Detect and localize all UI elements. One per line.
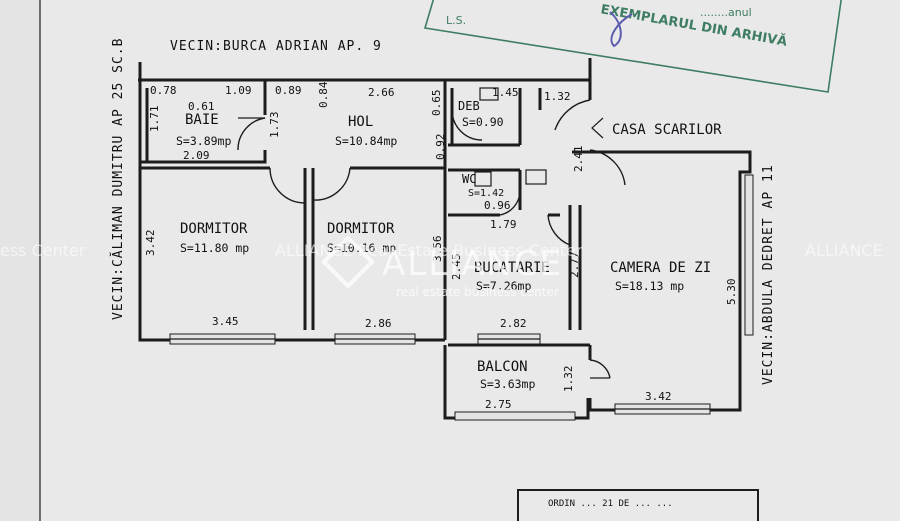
signature (609, 11, 633, 48)
stairwell-label: CASA SCARILOR (612, 122, 722, 138)
dim-label: 3.45 (212, 315, 239, 328)
dim-label: 0.65 (430, 90, 443, 117)
dim-label: 1.45 (492, 86, 519, 99)
room-area-dormitor-1: S=11.80 mp (180, 241, 249, 255)
room-name-wc: WC (462, 172, 476, 186)
watermark-mid: ALLIANCE Real Estate Business Center (275, 241, 583, 260)
room-name-hol: HOL (348, 114, 373, 130)
room-name-camera-de-zi: CAMERA DE ZI (610, 260, 711, 276)
neighbor-right: VECIN:ABDULA DEDRET AP 11 (761, 164, 776, 385)
room-area-wc: S=1.42 (468, 188, 504, 199)
bottom-stamp: ORDIN ... 21 DE ... ... (517, 489, 759, 521)
dim-label: 3.42 (645, 390, 672, 403)
dim-label: 0.89 (275, 84, 302, 97)
room-name-baie: BAIE (185, 112, 219, 128)
watermark-left: ess Center (0, 241, 86, 260)
alliance-logo: ALLIANCE real estate business center (321, 235, 563, 299)
stamp-ls: L.S. (446, 14, 466, 27)
room-name-dormitor-1: DORMITOR (180, 221, 248, 237)
room-area-bucatarie: S=7.26mp (476, 279, 531, 293)
dim-label: 3.56 (431, 236, 444, 263)
doors (237, 99, 626, 379)
dim-label: 1.71 (148, 106, 161, 133)
dim-label: 2.75 (485, 398, 512, 411)
room-name-bucatarie: BUCATARIE (474, 260, 550, 276)
logo-wordmark: ALLIANCE (382, 244, 563, 284)
neighbor-top: VECIN:BURCA ADRIAN AP. 9 (170, 39, 382, 54)
dim-label: 0.78 (150, 84, 177, 97)
room-name-dormitor-2: DORMITOR (327, 221, 395, 237)
room-area-balcon: S=3.63mp (480, 377, 535, 391)
dim-label: 2.86 (365, 317, 392, 330)
neighbor-left: VECIN:CĂLIMAN DUMITRU AP 25 SC.B (110, 38, 126, 320)
watermark: ess Center ALLIANCE Real Estate Business… (0, 235, 883, 299)
dim-label: 0.61 (188, 100, 215, 113)
logo-tagline: real estate business center (396, 285, 559, 299)
dim-label: 2.82 (500, 317, 527, 330)
room-name-deb: DEB (458, 99, 480, 113)
dim-label: 1.32 (544, 90, 571, 103)
room-area-deb: S=0.90 (462, 115, 504, 129)
room-area-hol: S=10.84mp (335, 134, 397, 148)
dim-label: 3.42 (144, 230, 157, 257)
dim-label: 2.45 (450, 254, 463, 281)
watermark-right: ALLIANCE (805, 241, 883, 260)
dim-label: 1.79 (490, 218, 517, 231)
dim-label: 0.96 (484, 199, 511, 212)
dim-label: 1.09 (225, 84, 252, 97)
dim-label: 2.77 (568, 252, 581, 279)
dimension-labels: 0.78 0.61 1.09 1.71 2.09 0.89 0.84 1.73 … (144, 81, 738, 411)
dim-label: 1.73 (268, 112, 281, 139)
dim-label: 2.41 (572, 146, 585, 173)
paper (40, 0, 900, 521)
dim-label: 2.09 (183, 149, 210, 162)
dim-label: 0.92 (434, 134, 447, 161)
room-name-balcon: BALCON (477, 359, 528, 375)
windows (169, 174, 754, 421)
room-area-baie: S=3.89mp (176, 134, 231, 148)
fixtures (474, 87, 547, 187)
stamp-year-line: ........anul (700, 6, 752, 19)
dim-label: 0.84 (317, 81, 330, 108)
bottom-stamp-text: ORDIN ... 21 DE ... ... (548, 499, 673, 509)
room-area-camera-de-zi: S=18.13 mp (615, 279, 684, 293)
dim-label: 1.32 (562, 366, 575, 393)
dim-label: 2.66 (368, 86, 395, 99)
room-labels: BAIE S=3.89mp HOL S=10.84mp DEB S=0.90 W… (176, 99, 722, 391)
dim-label: 5.30 (725, 279, 738, 306)
